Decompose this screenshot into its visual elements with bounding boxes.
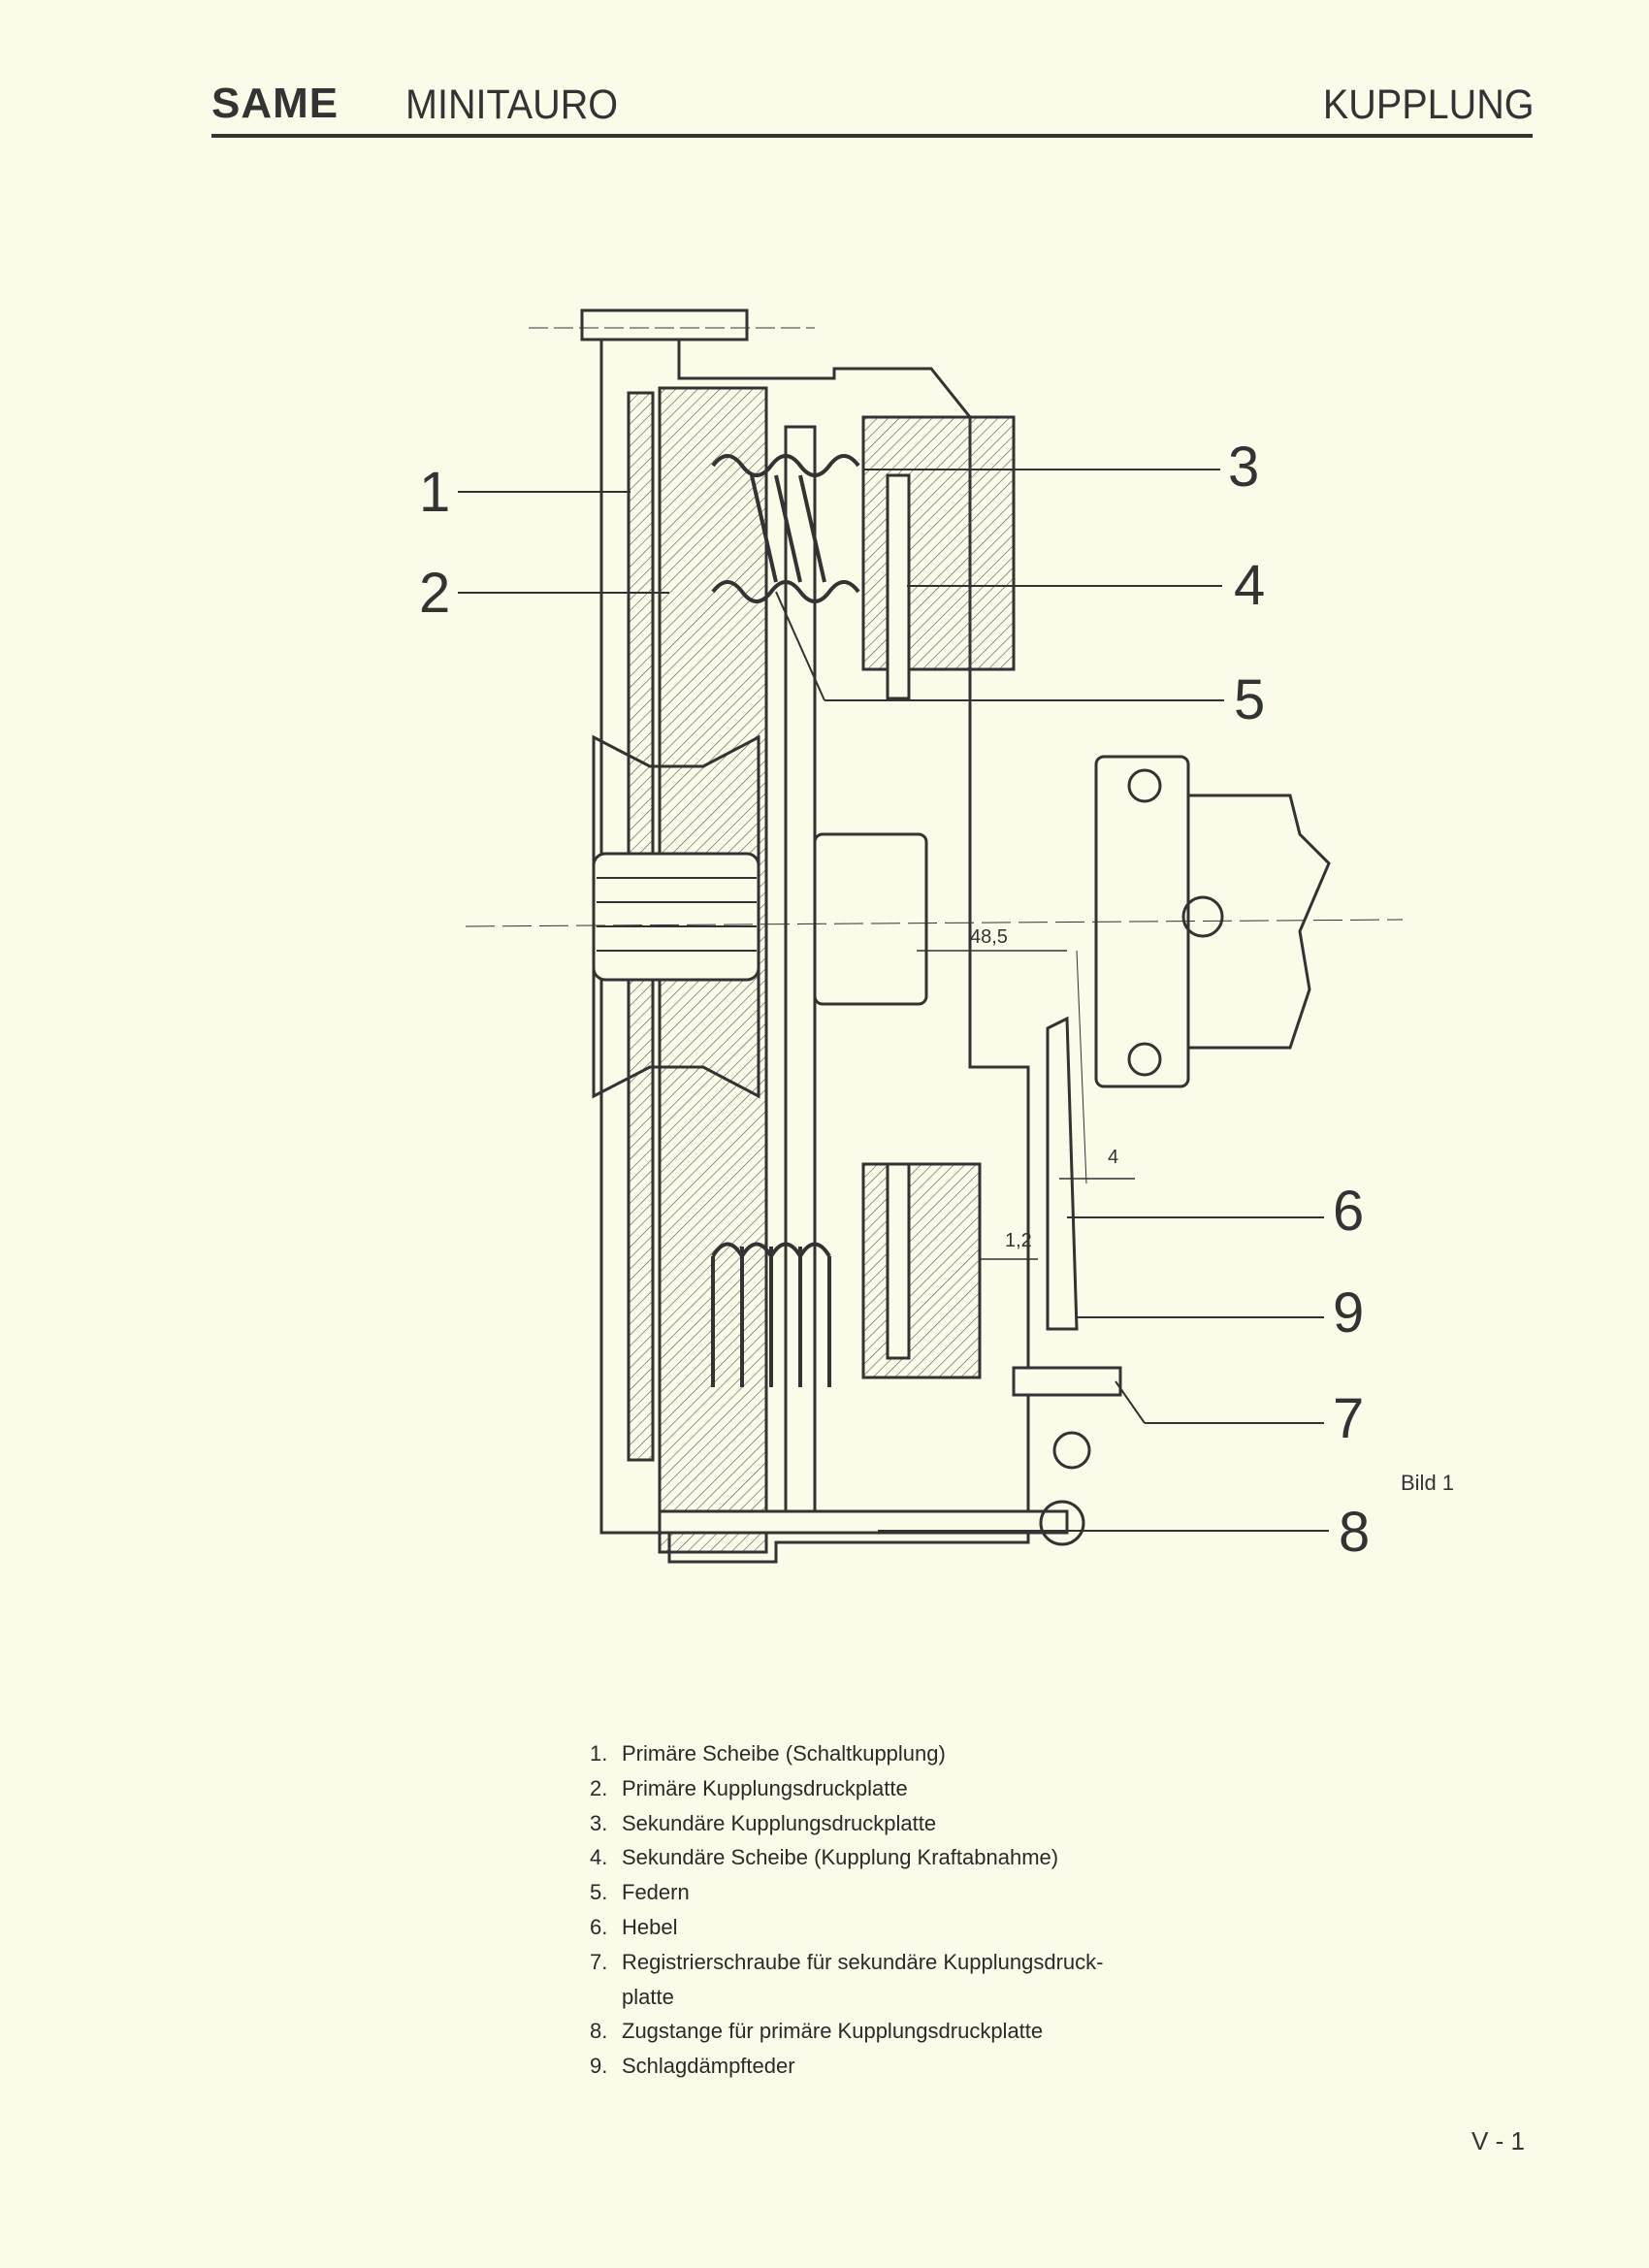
legend-number: 8. [590,2019,608,2044]
dimension-1-2: 1,2 [1005,1230,1032,1251]
model-title: MINITAURO [405,81,619,128]
leader-7 [1115,1380,1146,1424]
legend-item: 9. Schlagdämpfteder [590,2049,1103,2084]
pull-rod [658,1509,1069,1535]
leader-5 [775,591,825,701]
callout-9: 9 [1333,1281,1365,1345]
secondary-pressure-plate [861,415,1016,671]
callout-4: 4 [1234,554,1266,617]
legend-text: Sekundäre Kupplungsdruckplatte [622,1810,937,1835]
dimension-48-5: 48,5 [970,926,1008,948]
legend-number: 5. [590,1880,608,1905]
legend-number: 3. [590,1810,608,1835]
callout-1: 1 [419,461,451,524]
secondary-disc [886,473,911,700]
legend-number: 1. [590,1741,608,1766]
adjusting-screw [1012,1366,1122,1397]
callout-7: 7 [1333,1387,1365,1450]
legend-text: Schlagdämpfteder [622,2054,795,2079]
brand-logo: SAME [211,80,340,127]
legend-item: 3. Sekundäre Kupplungsdruckplatte [590,1806,1103,1841]
legend-item: 1. Primäre Scheibe (Schaltkupplung) [590,1736,1103,1771]
top-bolt [580,308,749,341]
section-title: KUPPLUNG [1323,81,1535,128]
legend-text: Sekundäre Scheibe (Kupplung Kraftabnahme… [622,1845,1059,1870]
legend-item: 6. Hebel [590,1910,1103,1945]
page-number: V - 1 [1471,2126,1525,2155]
legend-item: 8. Zugstange für primäre Kupplungsdruckpl… [590,2014,1103,2049]
legend-text: Primäre Scheibe (Schaltkupplung) [622,1741,946,1766]
legend-number: 6. [590,1914,608,1939]
legend-text: Zugstange für primäre Kupplungsdruckplat… [622,2019,1044,2044]
header-rule [211,134,1533,138]
legend-number: 4. [590,1845,608,1870]
callout-6: 6 [1333,1180,1365,1243]
lever [1046,1016,1079,1331]
legend-text: Registrierschraube für sekundäre Kupplun… [622,1949,1104,1974]
legend-text: Hebel [622,1914,678,1939]
primary-hub [592,852,760,982]
callout-3: 3 [1228,436,1260,499]
legend-item: 7. Registrierschraube für sekundäre Kuppl… [590,1945,1103,1980]
parts-legend: 1. Primäre Scheibe (Schaltkupplung) 2. Pri… [590,1736,1103,2084]
callout-8: 8 [1339,1501,1371,1564]
spring-bottom [711,1242,831,1387]
secondary-hub [813,832,928,1006]
legend-text: Primäre Kupplungsdruckplatte [622,1775,908,1800]
spring-top [711,454,860,603]
callout-5: 5 [1234,668,1266,731]
legend-text: Federn [622,1880,690,1905]
legend-item: 5. Federn [590,1875,1103,1910]
legend-item: 2. Primäre Kupplungsdruckplatte [590,1771,1103,1806]
legend-number: 2. [590,1775,608,1800]
legend-number: 9. [590,2054,608,2079]
legend-continuation: platte [622,1984,674,2009]
legend-number: 7. [590,1949,608,1974]
legend-item: 4. Sekundäre Scheibe (Kupplung Kraftabnah… [590,1840,1103,1875]
dimension-4: 4 [1108,1147,1119,1168]
clutch-cross-section-diagram [458,308,1404,1564]
callout-2: 2 [419,562,451,625]
figure-caption: Bild 1 [1401,1471,1455,1495]
